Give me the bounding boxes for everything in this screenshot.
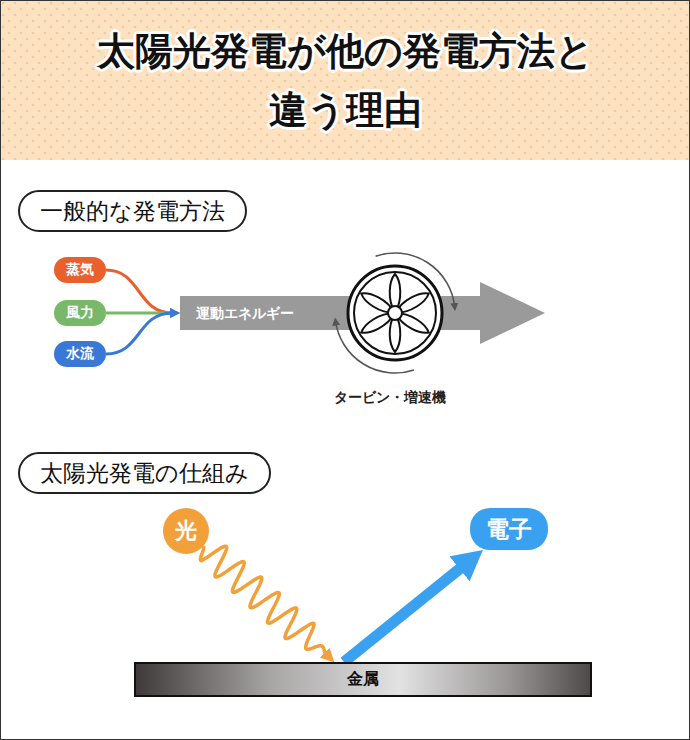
electron-arrow xyxy=(344,568,461,662)
node-text: 水流 xyxy=(66,345,94,363)
metal-plate: 金属 xyxy=(134,662,592,697)
turbine-inner-rim xyxy=(354,272,436,354)
turbine-rim xyxy=(348,266,442,360)
title-text: 太陽光発電が他の発電方法と違う理由 xyxy=(90,22,599,140)
title-block: 太陽光発電が他の発電方法と違う理由 xyxy=(0,22,690,140)
section-pill: 一般的な発電方法 xyxy=(18,190,247,232)
flow-arrow xyxy=(106,270,172,313)
light-circle: 光 xyxy=(163,508,209,554)
source-pill: 風力 xyxy=(54,300,106,326)
node-text: 電子 xyxy=(486,514,532,545)
node-text: 運動エネルギー xyxy=(196,304,294,322)
node-text: 一般的な発電方法 xyxy=(40,196,225,227)
header-dots xyxy=(0,0,690,160)
node-text: 蒸気 xyxy=(66,261,94,279)
flow-arrow xyxy=(106,313,172,354)
energy-arrow-band: 運動エネルギー xyxy=(180,282,545,344)
node-text: 風力 xyxy=(66,304,94,322)
part-label: タービン・増速機 xyxy=(334,389,446,407)
node-text: 金属 xyxy=(347,669,379,690)
turbine-hub xyxy=(388,306,402,320)
source-pill: 蒸気 xyxy=(54,257,106,283)
section-pill: 太陽光発電の仕組み xyxy=(18,452,271,494)
source-pill: 水流 xyxy=(54,341,106,367)
node-text: 光 xyxy=(175,516,197,546)
node-text: 太陽光発電の仕組み xyxy=(40,458,249,489)
electron-pill: 電子 xyxy=(470,508,548,550)
light-wave-arrow xyxy=(200,546,326,654)
header-band xyxy=(0,0,690,160)
